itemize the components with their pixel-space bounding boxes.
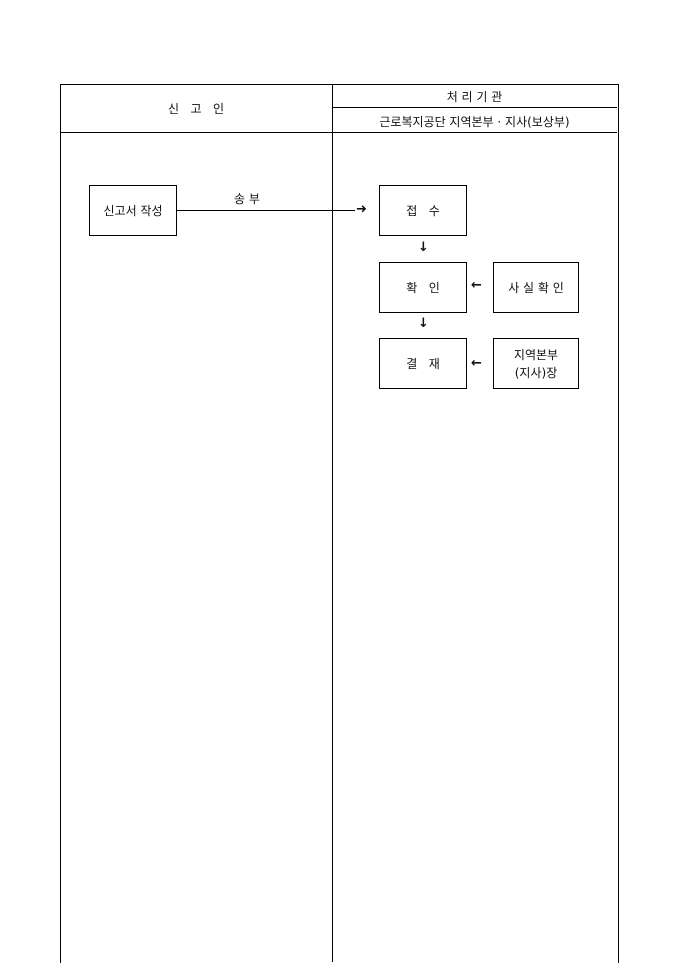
write-report-box: 신고서 작성 (89, 185, 177, 236)
receipt-box: 접 수 (379, 185, 467, 236)
fact-check-box: 사 실 확 인 (493, 262, 579, 313)
header-mid-right (332, 107, 617, 108)
approval-box: 결 재 (379, 338, 467, 389)
arrow-left-icon: ← (471, 278, 482, 293)
arrow-down-icon: ↓ (418, 316, 429, 331)
processor-header: 처 리 기 관 (446, 90, 503, 104)
processor-subheader: 근로복지공단 지역본부 · 지사(보상부) (379, 115, 570, 129)
send-connector-line (177, 210, 355, 211)
confirm-box: 확 인 (379, 262, 467, 313)
header-bottom-right (332, 132, 617, 133)
header-bottom-left (60, 132, 332, 133)
arrow-right-icon: ➜ (356, 202, 367, 217)
approver-box: 지역본부 (지사)장 (493, 338, 579, 389)
applicant-header: 신 고 인 (167, 102, 224, 116)
send-label: 송 부 (234, 192, 260, 206)
arrow-down-icon: ↓ (418, 240, 429, 255)
arrow-left-icon: ← (471, 356, 482, 371)
column-divider (332, 84, 333, 962)
form-frame (60, 84, 619, 963)
